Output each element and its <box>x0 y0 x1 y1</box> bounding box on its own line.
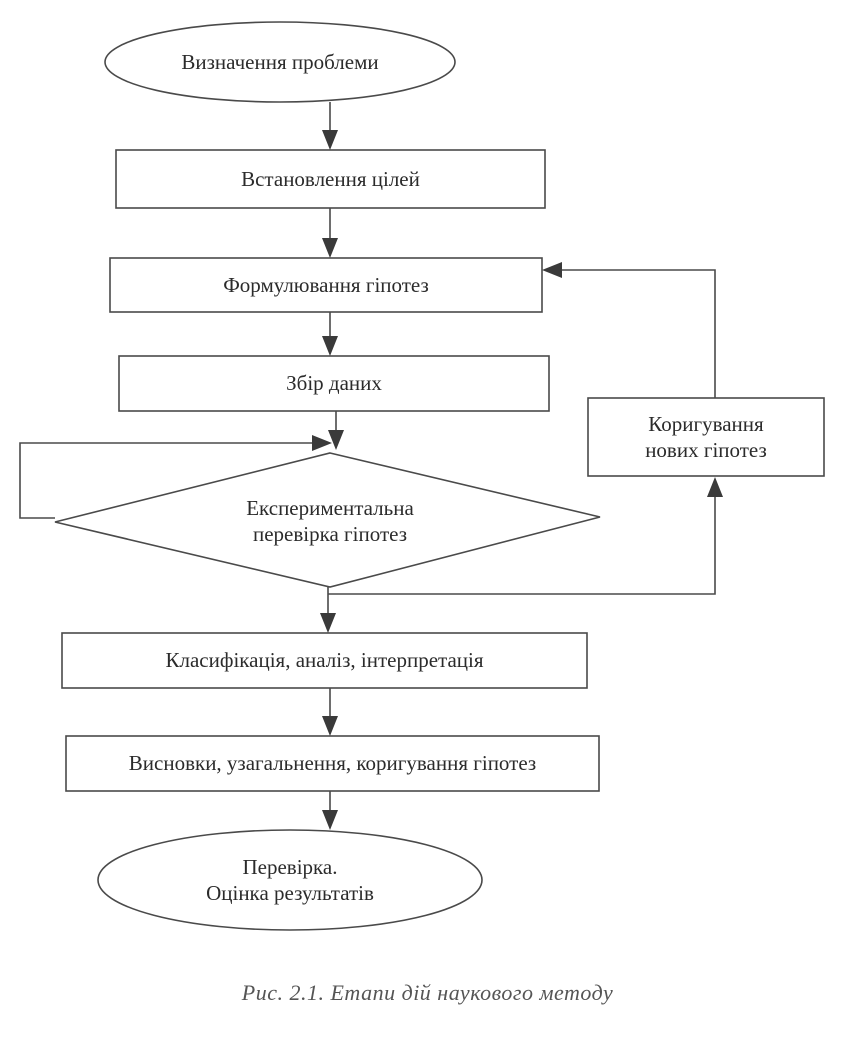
end-node-text-line2: Оцінка результатів <box>206 881 374 905</box>
arrowhead-correction-hypotheses <box>542 262 562 278</box>
start-node-shape <box>104 21 456 103</box>
start-node-label: Визначення проблеми <box>105 22 455 102</box>
experiment-node-label: Експериментальна перевірка гіпотез <box>180 490 480 552</box>
data-collection-node-shape <box>118 355 550 412</box>
start-node-text: Визначення проблеми <box>181 49 379 74</box>
conclusions-node-label: Висновки, узагальнення, коригування гіпо… <box>66 736 599 791</box>
correction-node-text-line2: нових гіпотез <box>645 438 767 462</box>
experiment-node-text-line2: перевірка гіпотез <box>252 522 408 546</box>
arrowhead-hypotheses-data <box>322 336 338 356</box>
goals-node-label: Встановлення цілей <box>116 150 545 208</box>
data-collection-node-label: Збір даних <box>119 356 549 411</box>
conclusions-node-text: Висновки, узагальнення, коригування гіпо… <box>128 751 537 776</box>
arrowhead-experiment-loop <box>312 435 332 451</box>
edge-experiment-loop <box>19 442 314 519</box>
experiment-decision-shape <box>54 452 601 588</box>
edge-correction-hypotheses <box>562 269 716 398</box>
arrowhead-start-goals <box>322 130 338 150</box>
end-node-shape <box>97 829 483 931</box>
arrowhead-data-experiment <box>328 430 344 450</box>
data-collection-node-text: Збір даних <box>286 371 382 396</box>
conclusions-node-shape <box>65 735 600 792</box>
analysis-node-label: Класифікація, аналіз, інтерпретація <box>62 633 587 688</box>
goals-node-text: Встановлення цілей <box>241 166 420 191</box>
end-node-label: Перевірка. Оцінка результатів <box>98 830 482 930</box>
correction-node-shape <box>587 397 825 477</box>
arrowhead-experiment-correction <box>707 477 723 497</box>
edge-experiment-correction <box>328 497 716 595</box>
arrowhead-conclusions-end <box>322 810 338 830</box>
figure-caption: Рис. 2.1. Етапи дій наукового методу <box>241 980 614 1005</box>
hypotheses-node-text: Формулювання гіпотез <box>223 272 429 297</box>
hypotheses-node-shape <box>109 257 543 313</box>
arrowhead-analysis-conclusions <box>322 716 338 736</box>
analysis-node-text: Класифікація, аналіз, інтерпретація <box>165 648 484 673</box>
goals-node-shape <box>115 149 546 209</box>
arrowhead-goals-hypotheses <box>322 238 338 258</box>
correction-node-text-line1: Коригування <box>648 411 764 436</box>
correction-node-label: Коригування нових гіпотез <box>588 398 824 476</box>
arrowhead-experiment-analysis <box>320 613 336 633</box>
analysis-node-shape <box>61 632 588 689</box>
experiment-node-text-line1: Експериментальна <box>246 495 414 520</box>
hypotheses-node-label: Формулювання гіпотез <box>110 258 542 312</box>
end-node-text-line1: Перевірка. <box>242 854 338 879</box>
